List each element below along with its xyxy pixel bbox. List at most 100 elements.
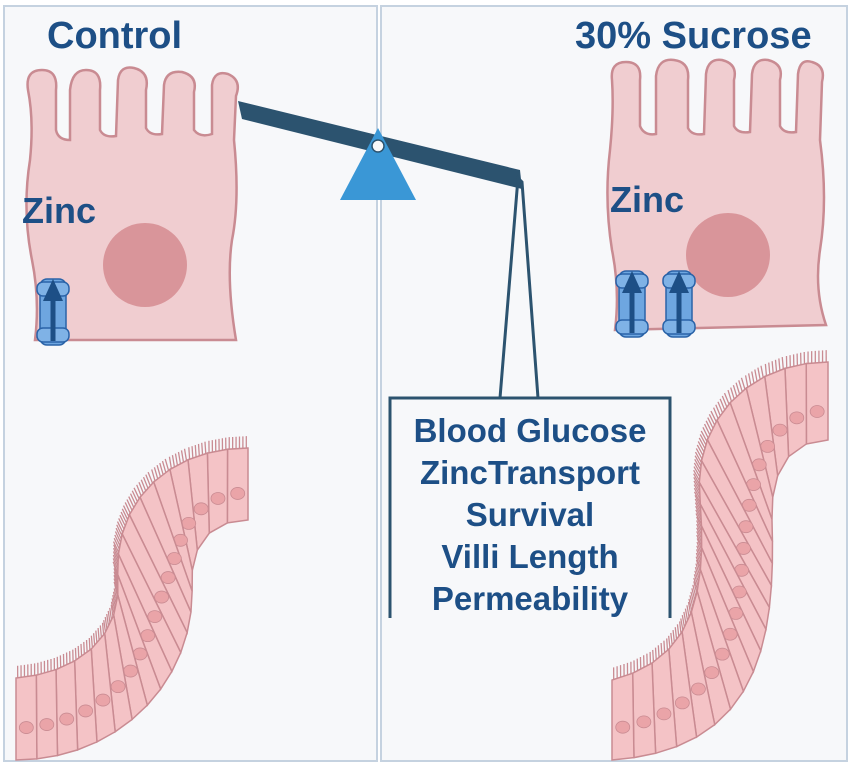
microvillus [92, 633, 96, 646]
microvillus [177, 451, 182, 464]
microvillus [112, 591, 117, 604]
microvillus [748, 373, 752, 386]
microvillus [694, 566, 700, 579]
microvillus [695, 559, 701, 572]
epithelial-nucleus [160, 571, 176, 584]
microvillus [695, 448, 703, 460]
outcome-villi-length: Villi Length [441, 538, 618, 575]
microvillus [97, 627, 100, 641]
epithelial-cell [55, 659, 79, 757]
microvillus [688, 598, 693, 611]
epithelial-cell [15, 674, 38, 761]
microvillus [689, 595, 694, 608]
microvillus [696, 531, 703, 543]
epithelial-nucleus [656, 707, 672, 721]
microvillus [696, 541, 702, 554]
epithelial-nucleus [181, 517, 197, 530]
microvillus [142, 476, 149, 489]
microvillus [124, 502, 131, 514]
microvillus [699, 434, 707, 446]
microvillus [159, 462, 164, 475]
microvillus [660, 642, 663, 656]
microvillus [204, 441, 207, 454]
microvillus [112, 594, 117, 607]
right-intestinal-cell-icon [606, 58, 828, 332]
microvillus [676, 624, 680, 637]
epithelial-nucleus [230, 487, 246, 500]
outcome-zinc-transport: ZincTransport [420, 454, 640, 491]
microvillus [85, 639, 88, 652]
microvillus [90, 635, 94, 648]
microvillus [128, 496, 135, 508]
microvillus [732, 384, 738, 397]
microvillus [114, 534, 121, 546]
microvillus [136, 484, 142, 497]
left-zinc-transporter-icon [37, 279, 69, 345]
microvillus [147, 471, 154, 484]
microvillus [695, 509, 702, 521]
microvillus [131, 490, 138, 502]
right-villus-epithelium-icon [611, 350, 829, 761]
microvillus [768, 362, 771, 375]
microvillus [106, 613, 110, 626]
microvillus [109, 607, 113, 620]
microvillus [693, 484, 701, 496]
microvillus [667, 635, 671, 648]
control-title: Control [47, 15, 182, 57]
microvillus [116, 521, 124, 533]
microvillus [695, 556, 702, 569]
outcome-permeability: Permeability [432, 580, 629, 617]
epithelial-nucleus [714, 647, 730, 661]
microvillus [652, 649, 655, 662]
microvillus [760, 365, 764, 378]
microvillus [140, 479, 147, 492]
microvillus [703, 423, 711, 436]
microvillus [180, 450, 185, 463]
left-nucleus-icon [103, 223, 187, 307]
epithelial-nucleus [789, 411, 805, 425]
epithelial-nucleus [95, 693, 111, 707]
microvillus [88, 637, 91, 650]
microvillus [191, 446, 194, 459]
microvillus [730, 387, 735, 400]
microvillus [107, 610, 111, 623]
microvillus [693, 476, 701, 489]
microvillus [694, 458, 702, 471]
microvillus [690, 591, 695, 604]
microvillus [112, 541, 120, 553]
microvillus [83, 641, 85, 654]
epithelial-nucleus [760, 439, 776, 453]
epithelial-nucleus [690, 682, 706, 696]
microvillus [110, 604, 114, 617]
microvillus [679, 621, 682, 634]
epithelial-nucleus [772, 423, 788, 437]
microvillus [693, 466, 701, 478]
microvillus [698, 437, 706, 449]
epithelial-cell [805, 361, 829, 445]
microvillus [113, 544, 119, 557]
microvillus [133, 487, 140, 499]
microvillus [101, 622, 105, 635]
microvillus [113, 588, 118, 601]
epithelial-nucleus [210, 492, 226, 505]
microvillus [112, 558, 119, 570]
epithelial-nucleus [193, 502, 209, 516]
microvillus [654, 647, 657, 660]
microvillus [112, 551, 119, 563]
microvillus [171, 455, 176, 468]
microvillus [674, 627, 678, 640]
microvillus [696, 444, 704, 456]
outcome-blood-glucose: Blood Glucose [414, 412, 647, 449]
left-zinc-label: Zinc [22, 190, 96, 231]
epithelial-nucleus [615, 720, 631, 734]
right-zinc-transporter-icon-2 [663, 271, 695, 337]
epithelial-nucleus [704, 666, 720, 679]
microvillus [693, 574, 699, 586]
microvillus [696, 538, 703, 550]
right-nucleus-icon [686, 213, 770, 297]
microvillus [696, 534, 703, 547]
microvillus [684, 608, 689, 621]
microvillus [694, 455, 702, 467]
microvillus [110, 601, 115, 614]
